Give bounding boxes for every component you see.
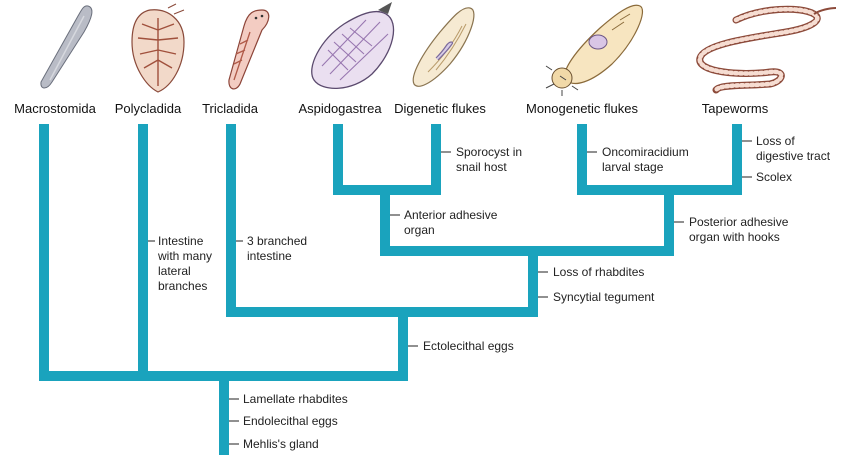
branch-digenetic bbox=[431, 124, 441, 195]
branch-root-stem bbox=[219, 371, 229, 455]
branch-macrostomida bbox=[39, 124, 49, 381]
branch-neodermata-bar bbox=[380, 246, 674, 256]
trait-tricladida-1: 3 branched bbox=[247, 234, 307, 248]
trait-polycladida-4: branches bbox=[158, 279, 207, 293]
character-ticks bbox=[148, 140, 752, 445]
trait-root-3: Mehlis's gland bbox=[243, 437, 319, 451]
trait-tapeworms-2: digestive tract bbox=[756, 149, 831, 163]
trait-polycladida-2: with many bbox=[157, 249, 212, 263]
trait-cercomeromorpha-2: organ with hooks bbox=[689, 230, 780, 244]
trait-root-1: Lamellate rhabdites bbox=[243, 392, 348, 406]
branch-cercomeromorpha-bar bbox=[577, 185, 742, 195]
taxon-monogenetic-flukes: Monogenetic flukes bbox=[526, 101, 639, 116]
trait-neodermata-2: Syncytial tegument bbox=[553, 290, 655, 304]
monogenetic-fluke-illustration bbox=[545, 4, 644, 96]
taxon-digenetic-flukes: Digenetic flukes bbox=[394, 101, 486, 116]
trait-cercomeromorpha-1: Posterior adhesive bbox=[689, 215, 789, 229]
trait-tapeworms-1: Loss of bbox=[756, 134, 795, 148]
macrostomida-illustration bbox=[40, 5, 93, 89]
branch-monogenetic bbox=[577, 124, 587, 195]
branch-tricladida bbox=[226, 124, 236, 317]
trait-digenetic-2: snail host bbox=[456, 160, 507, 174]
trait-monogenetic-2: larval stage bbox=[602, 160, 664, 174]
taxon-tricladida: Tricladida bbox=[202, 101, 259, 116]
polycladida-illustration bbox=[131, 3, 185, 93]
trait-neodermata-1: Loss of rhabdites bbox=[553, 265, 644, 279]
aspidogastrea-illustration bbox=[311, 2, 395, 90]
branch-polycladida bbox=[138, 124, 148, 381]
branch-cercomeromorpha-stem bbox=[664, 185, 674, 256]
branch-ectolecithal-stem bbox=[398, 307, 408, 381]
trait-trematoda-1: Anterior adhesive bbox=[404, 208, 498, 222]
trait-trematoda-2: organ bbox=[404, 223, 435, 237]
trait-monogenetic-1: Oncomiracidium bbox=[602, 145, 689, 159]
tapeworm-illustration bbox=[696, 5, 837, 94]
taxon-tapeworms: Tapeworms bbox=[702, 101, 769, 116]
taxon-aspidogastrea: Aspidogastrea bbox=[298, 101, 382, 116]
branch-neodermata-stem bbox=[528, 246, 538, 317]
trait-tapeworms-3: Scolex bbox=[756, 170, 792, 184]
trait-polycladida-1: Intestine bbox=[158, 234, 204, 248]
digenetic-fluke-illustration bbox=[412, 7, 475, 87]
branch-aspidogastrea bbox=[333, 124, 343, 195]
trait-polycladida-3: lateral bbox=[158, 264, 191, 278]
trait-root-2: Endolecithal eggs bbox=[243, 414, 338, 428]
branch-trematoda-stem bbox=[380, 185, 390, 256]
trait-digenetic-1: Sporocyst in bbox=[456, 145, 522, 159]
branch-tapeworms bbox=[732, 124, 742, 195]
taxon-polycladida: Polycladida bbox=[115, 101, 182, 116]
taxon-macrostomida: Macrostomida bbox=[14, 101, 96, 116]
tree-branches bbox=[39, 124, 742, 455]
trait-tricladida-2: intestine bbox=[247, 249, 292, 263]
branch-tricladida-bar bbox=[226, 307, 538, 317]
tricladida-illustration bbox=[228, 9, 270, 90]
trait-ectolecithal-eggs: Ectolecithal eggs bbox=[423, 339, 514, 353]
